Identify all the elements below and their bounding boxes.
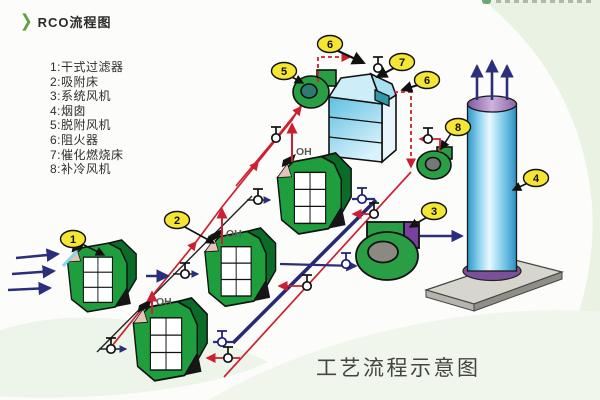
valve-tag: OH (226, 228, 242, 240)
chimney-exhaust-arrows (470, 58, 514, 100)
dry-filter-box (61, 239, 137, 313)
page-title: RCO流程图 (37, 15, 112, 30)
svg-text:6: 6 (424, 75, 430, 87)
diagram-caption: 工艺流程示意图 (316, 357, 481, 380)
legend-item-7: 7:催化燃烧床 (50, 147, 124, 162)
svg-text:3: 3 (431, 206, 437, 218)
hot-return-pipe (223, 171, 412, 378)
chevron-icon: ❯ (20, 11, 33, 32)
legend-item-2: 2:吸附床 (50, 74, 99, 89)
badge-1: 1 (59, 229, 87, 249)
legend-item-4: 4:烟囱 (50, 103, 87, 118)
badge-8: 8 (444, 117, 472, 137)
bed-desorption-risers (146, 122, 298, 314)
badge-7: 7 (388, 52, 416, 72)
slide-header: ❯ RCO流程图 (20, 12, 111, 31)
valve-tag: OH (296, 146, 312, 158)
legend-item-5: 5:脱附风机 (50, 118, 112, 133)
adsorption-bed-1 (132, 297, 209, 382)
main-outlet-trunk-pipe (231, 198, 378, 345)
badge-3: 3 (420, 201, 448, 221)
badge-6b: 6 (413, 70, 441, 90)
desorption-fan (292, 69, 337, 109)
partial-logo (482, 0, 592, 5)
logo-text-sliver (496, 0, 592, 3)
catalytic-bed (327, 72, 397, 164)
svg-text:1: 1 (70, 234, 76, 246)
catalytic-window (374, 89, 390, 107)
legend-item-1: 1:干式过滤器 (50, 60, 124, 74)
logo-mark-icon (482, 0, 491, 4)
badge-4: 4 (522, 168, 550, 188)
badge-5: 5 (270, 61, 298, 81)
fan-to-arrester-pipe (317, 51, 352, 82)
legend-item-6: 6:阻火器 (50, 132, 99, 147)
legend-item-3: 3:系统风机 (50, 89, 112, 104)
badges: 1 2 3 4 5 6 6 7 8 (59, 34, 550, 249)
svg-text:4: 4 (533, 173, 540, 185)
svg-text:5: 5 (281, 66, 287, 78)
inlet-air-arrows (7, 248, 61, 296)
cooling-fan (416, 146, 453, 180)
valve-tag: OH (156, 296, 172, 308)
badge-6: 6 (316, 34, 344, 54)
system-fan (355, 221, 420, 281)
svg-text:6: 6 (327, 39, 333, 51)
legend-item-8: 8:补冷风机 (50, 162, 112, 177)
svg-text:7: 7 (399, 57, 405, 69)
equipment-legend: 1:干式过滤器 2:吸附床 3:系统风机 4:烟囱 5:脱附风机 6:阻火器 7… (50, 60, 124, 177)
badge-2: 2 (163, 210, 191, 230)
adsorption-bed-3 (276, 152, 353, 235)
svg-text:2: 2 (174, 215, 180, 227)
chimney (462, 95, 522, 282)
valve-tags: OH OH OH (156, 146, 312, 308)
svg-text:8: 8 (455, 122, 461, 134)
